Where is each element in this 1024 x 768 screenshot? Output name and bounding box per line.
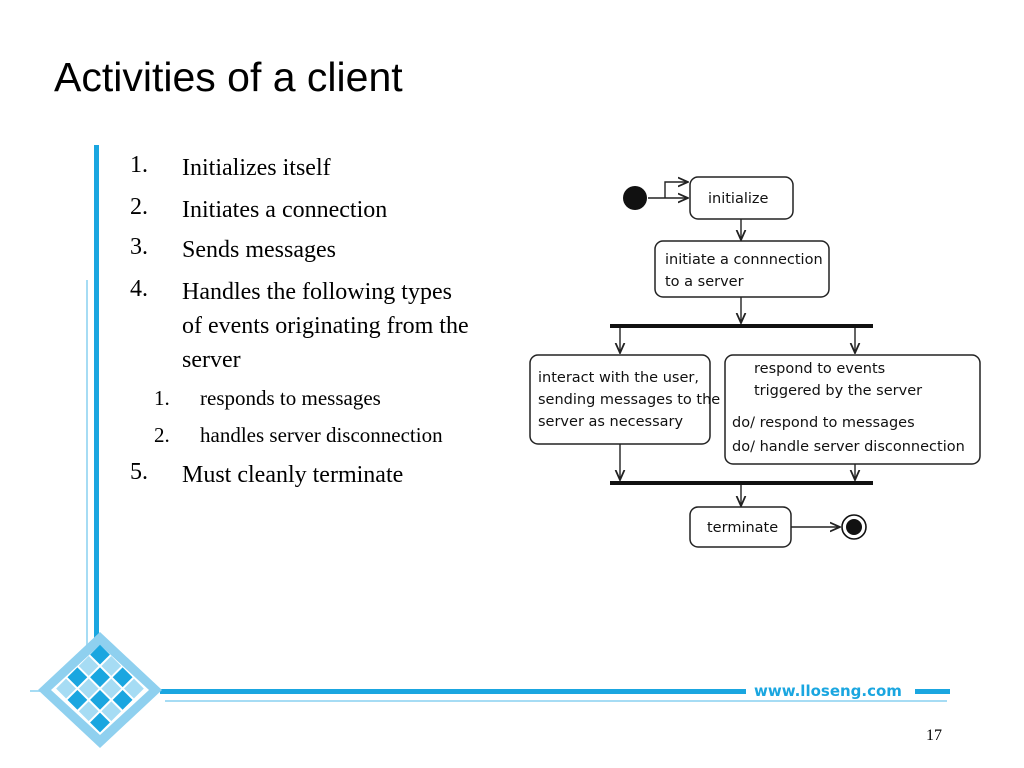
list-item-number: 2. [130, 194, 148, 220]
start-node [623, 186, 647, 210]
node-initialize-label: initialize [708, 191, 769, 207]
accent-line-vertical-light [86, 280, 88, 680]
list-item-text: Initiates a connection [182, 197, 388, 223]
list-item-number: 4. [130, 276, 148, 302]
accent-line-horizontal [160, 689, 746, 694]
sub-list-item-number: 1. [154, 386, 170, 410]
list-item-number: 5. [130, 459, 148, 485]
node-interact: interact with the user, sending messages… [529, 354, 720, 445]
node-terminate: terminate [689, 506, 792, 548]
list-item-number: 3. [130, 234, 148, 260]
sub-list-item-text: handles server disconnection [200, 423, 443, 447]
join-bar [610, 481, 873, 485]
node-interact-line: server as necessary [538, 414, 684, 430]
node-respond: respond to events triggered by the serve… [724, 354, 981, 465]
page-number: 17 [926, 727, 942, 744]
node-respond-line: triggered by the server [754, 383, 922, 399]
list-item-text: Initializes itself [182, 155, 331, 181]
diamond-logo-icon [38, 632, 162, 748]
node-respond-do-line: do/ respond to messages [732, 415, 915, 431]
accent-line-horizontal-light [165, 700, 947, 702]
list-item-text: Sends messages [182, 237, 336, 263]
accent-line-vertical [94, 145, 99, 693]
list-item-text-line: server [182, 347, 241, 373]
node-connect-line: initiate a connnection [665, 252, 823, 268]
sub-list-item-number: 2. [154, 423, 170, 447]
node-interact-line: interact with the user, [538, 370, 699, 386]
node-respond-line: respond to events [754, 361, 885, 377]
list-item-number: 1. [130, 152, 148, 178]
website-url: www.lloseng.com [754, 682, 902, 700]
node-connect-line: to a server [665, 274, 744, 290]
list-item-text-line: Handles the following types [182, 279, 452, 305]
slide-title: Activities of a client [54, 54, 403, 100]
node-respond-do-line: do/ handle server disconnection [732, 439, 965, 455]
fork-bar [610, 324, 873, 328]
end-node [841, 514, 867, 540]
sub-list-item-text: responds to messages [200, 386, 381, 410]
accent-line-horizontal [915, 689, 950, 694]
flow-arrow [664, 182, 688, 198]
node-connect: initiate a connnection to a server [654, 240, 830, 298]
node-terminate-label: terminate [707, 520, 778, 536]
node-initialize: initialize [689, 176, 794, 220]
list-item-text: Must cleanly terminate [182, 462, 404, 488]
node-interact-line: sending messages to the [538, 392, 720, 408]
list-item-text-line: of events originating from the [182, 313, 469, 339]
